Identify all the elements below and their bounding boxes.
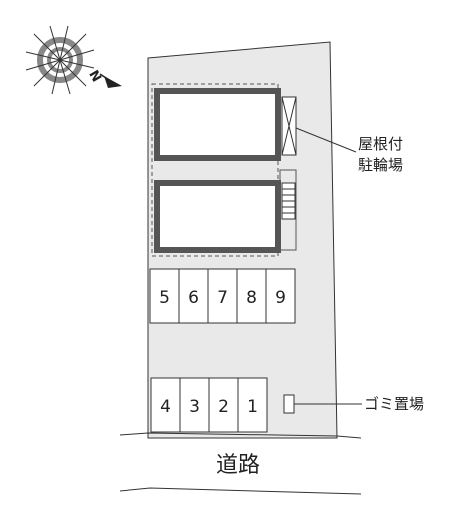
parking-slot-label: 6 [188, 288, 199, 308]
parking-slot [150, 377, 181, 433]
road-edge-bottom [119, 487, 362, 495]
bicycle-parking-label-line1: 屋根付 [358, 135, 403, 153]
parking-slot-label: 4 [160, 397, 171, 417]
building-unit-upper [154, 88, 281, 161]
road-label: 道路 [216, 453, 260, 478]
parking-slot-label: 2 [218, 397, 229, 417]
parking-slot [178, 268, 209, 324]
parking-slot-label: 1 [247, 397, 258, 417]
parking-slot-label: 7 [217, 288, 228, 308]
parking-slot [236, 268, 267, 324]
bicycle-parking-label-line2: 駐輪場 [358, 156, 403, 174]
bicycle-parking-leader [295, 127, 357, 153]
parking-slot-label: 5 [159, 288, 170, 308]
garbage-area-icon [283, 394, 295, 414]
parking-slot-label: 3 [189, 397, 200, 417]
stairs-icon [281, 182, 296, 220]
road-edge-top [119, 432, 362, 439]
parking-slot [265, 268, 296, 324]
parking-slot [207, 268, 238, 324]
garbage-label: ゴミ置場 [364, 395, 424, 413]
parking-slot [179, 377, 210, 433]
parking-row-upper: 5 6 7 8 9 [149, 268, 296, 324]
parking-slot [208, 377, 239, 433]
bicycle-parking-icon [281, 96, 297, 156]
compass-north-label: N [85, 68, 103, 85]
parking-row-lower: 4 3 2 1 [150, 377, 268, 433]
building-outline [151, 83, 279, 257]
parking-slot-label: 8 [246, 288, 257, 308]
parking-slot-label: 9 [275, 288, 286, 308]
building-unit-lower [154, 180, 281, 253]
compass-icon [25, 25, 95, 95]
building-annex [279, 169, 297, 251]
parking-slot [237, 377, 268, 433]
